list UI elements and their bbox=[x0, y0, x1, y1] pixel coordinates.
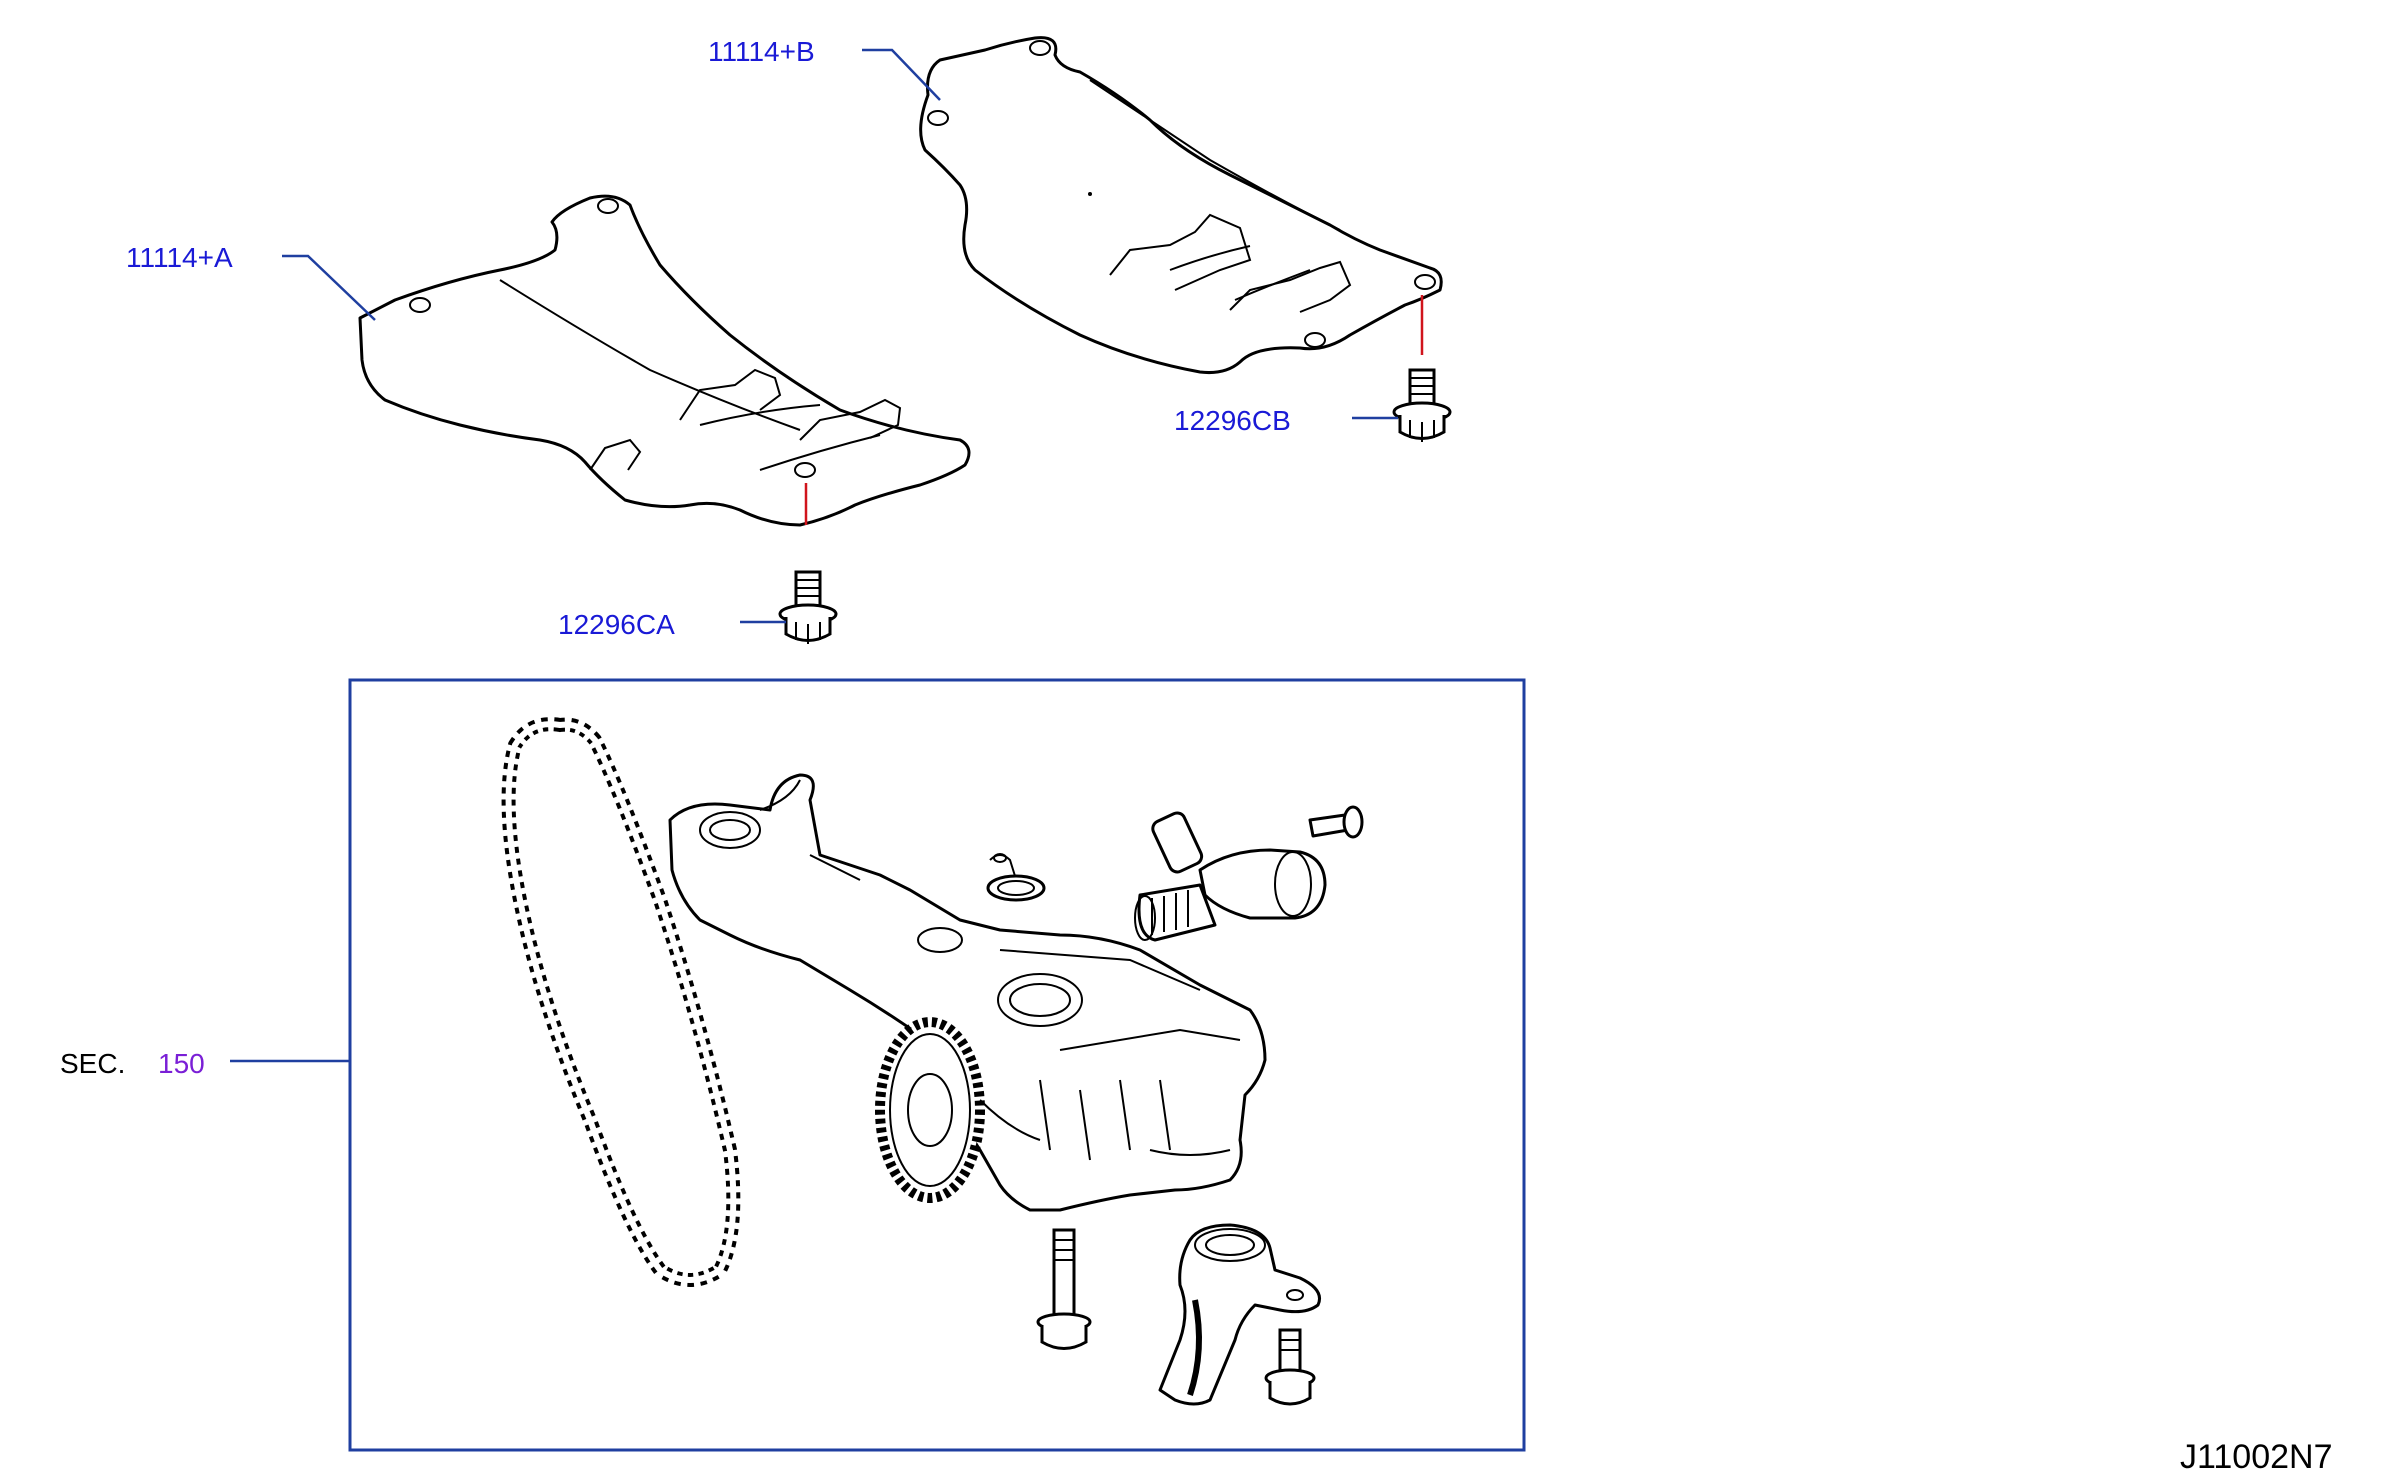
label-sec-prefix: SEC. bbox=[60, 1048, 125, 1079]
strainer-bolt[interactable] bbox=[1264, 1328, 1316, 1406]
oil-strainer-tube[interactable] bbox=[1158, 1223, 1321, 1406]
diagram-code: J11002N7 bbox=[2180, 1438, 2333, 1476]
oil-pump-body[interactable] bbox=[668, 773, 1267, 1212]
bolt-12296cb[interactable] bbox=[1392, 295, 1452, 442]
baffle-plate-a[interactable] bbox=[358, 194, 971, 527]
o-ring-gasket[interactable] bbox=[986, 853, 1046, 902]
label-bolt-ca[interactable]: 12296CA bbox=[558, 609, 675, 640]
oil-control-solenoid[interactable] bbox=[1134, 810, 1327, 942]
sec-150-box bbox=[348, 678, 1526, 1452]
leader-part-a bbox=[282, 254, 376, 321]
pump-mounting-bolt[interactable] bbox=[1036, 1228, 1092, 1350]
solenoid-bolt[interactable] bbox=[1308, 805, 1364, 839]
baffle-plate-b[interactable] bbox=[919, 36, 1443, 374]
oil-pump-sprocket[interactable] bbox=[875, 1017, 985, 1203]
label-sec-number[interactable]: 150 bbox=[158, 1048, 205, 1079]
label-part-b[interactable]: 11114+B bbox=[708, 36, 815, 67]
leader-part-b bbox=[862, 48, 941, 101]
label-part-a[interactable]: 11114+A bbox=[126, 242, 233, 273]
timing-chain[interactable] bbox=[501, 717, 741, 1287]
bolt-12296ca[interactable] bbox=[778, 483, 838, 644]
label-bolt-cb[interactable]: 12296CB bbox=[1174, 405, 1291, 436]
